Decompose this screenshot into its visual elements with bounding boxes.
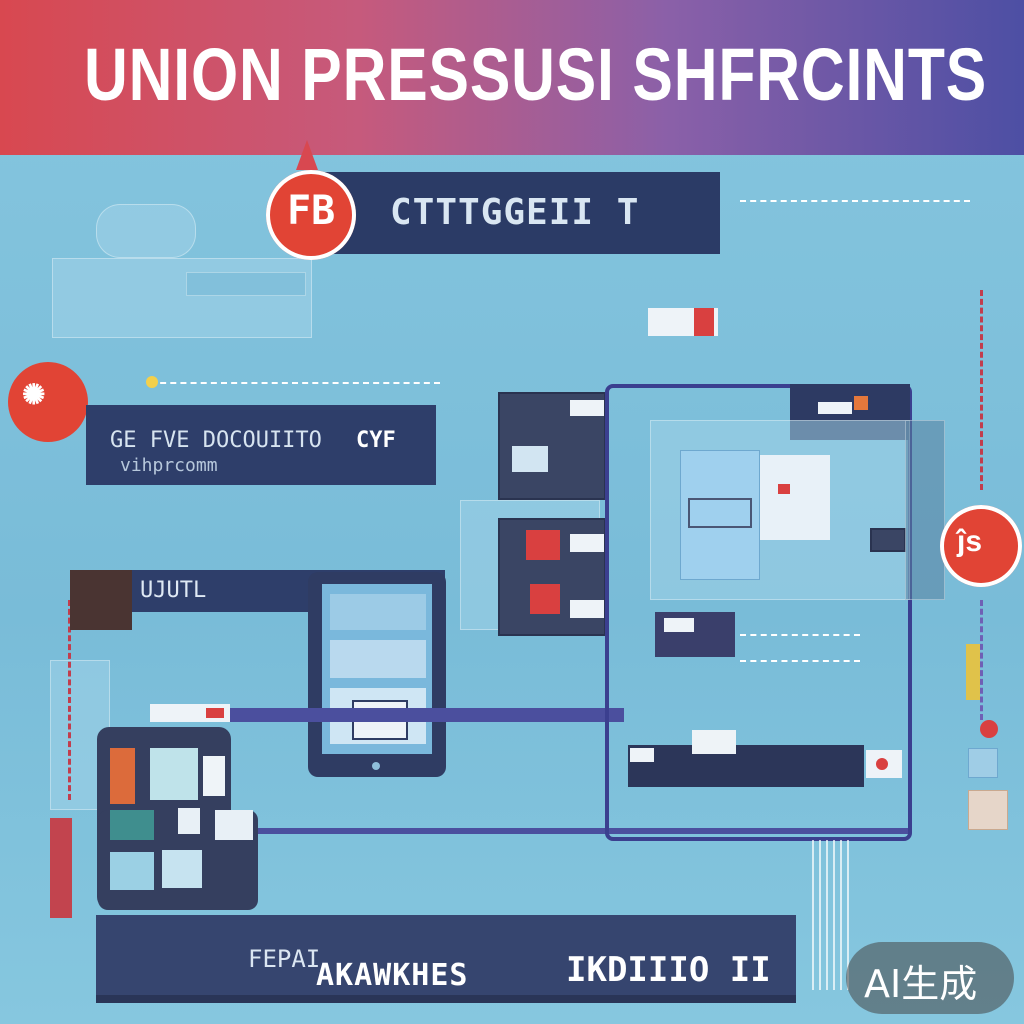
bottom-bar	[96, 915, 796, 999]
bottom-label: AKAWKHES	[316, 958, 469, 993]
side-icon	[966, 644, 980, 700]
spark-icon: ĵs	[957, 525, 983, 558]
frame-bar-chip	[630, 748, 654, 762]
frame-port	[870, 528, 906, 552]
watermark-text: AI生成	[864, 962, 978, 1006]
panel-icon	[688, 498, 752, 528]
stripe-graphic	[812, 840, 852, 990]
connector-line	[228, 708, 624, 722]
device-accent	[530, 584, 560, 614]
device-connector	[570, 534, 604, 552]
bottom-bar-stripe	[96, 995, 796, 1003]
device-accent	[526, 530, 560, 560]
faint-panel	[52, 258, 312, 338]
tablet-home-button	[372, 762, 380, 770]
burst-icon: ✺	[22, 379, 46, 410]
guide-line	[150, 382, 440, 384]
document-bar	[86, 405, 436, 485]
left-badge	[8, 362, 88, 442]
phone-card	[178, 808, 200, 834]
utility-bar-label: UJUTL	[140, 578, 207, 603]
tablet-row	[330, 594, 426, 630]
phone-card	[215, 810, 253, 840]
phone-accent	[110, 748, 135, 804]
watermark-badge	[846, 942, 1014, 1014]
frame-chip	[818, 402, 852, 414]
side-dot	[980, 720, 998, 738]
guide-line	[68, 600, 71, 800]
node-dot	[146, 376, 158, 388]
folder-icon	[70, 570, 132, 630]
document-bar-tag: CYF	[356, 428, 396, 453]
device-connector	[570, 600, 604, 618]
device-connector	[570, 400, 604, 416]
frame-bar-chip	[692, 730, 736, 754]
guide-line	[740, 634, 860, 636]
phone-card	[150, 748, 198, 800]
right-badge	[940, 505, 1022, 587]
system-frame	[605, 384, 912, 841]
frame-rail	[905, 420, 945, 600]
document-card-accent	[778, 484, 790, 494]
tablet-row	[330, 640, 426, 678]
guide-line	[740, 660, 860, 662]
status-chip-accent	[694, 308, 714, 336]
page-title: UNION PRESSUSI SHFRCINTS	[84, 33, 988, 116]
top-banner	[300, 172, 720, 254]
document-card	[760, 455, 830, 540]
faint-bar	[186, 272, 306, 296]
guide-line	[980, 600, 983, 720]
connector-line	[255, 828, 911, 834]
frame-accent	[854, 396, 868, 410]
faint-cloud	[96, 204, 196, 258]
record-icon	[876, 758, 888, 770]
phone-tile	[110, 810, 154, 840]
phone-card	[110, 852, 154, 890]
header-banner	[0, 0, 1024, 155]
bottom-label: FEPAI	[248, 945, 321, 973]
device-screen	[512, 446, 548, 472]
document-bar-label: GE FVE DOCOUIITO	[110, 428, 322, 453]
side-card	[968, 748, 998, 778]
top-badge	[266, 170, 356, 260]
side-card	[968, 790, 1008, 830]
bottom-label: IKDIIIO II	[566, 950, 771, 990]
document-bar-sublabel: vihprcomm	[120, 455, 218, 476]
frame-device-screen	[664, 618, 694, 632]
top-banner-label: CTTTGGEII T	[390, 192, 640, 233]
person-icon	[50, 818, 72, 918]
document-icon: FB	[287, 188, 336, 234]
guide-line	[980, 290, 983, 490]
frame-bar	[628, 745, 864, 787]
frame-panel	[680, 450, 760, 580]
guide-line	[740, 200, 970, 202]
phone-card	[162, 850, 202, 888]
connector-plug-accent	[206, 708, 224, 718]
phone-card	[203, 756, 225, 796]
